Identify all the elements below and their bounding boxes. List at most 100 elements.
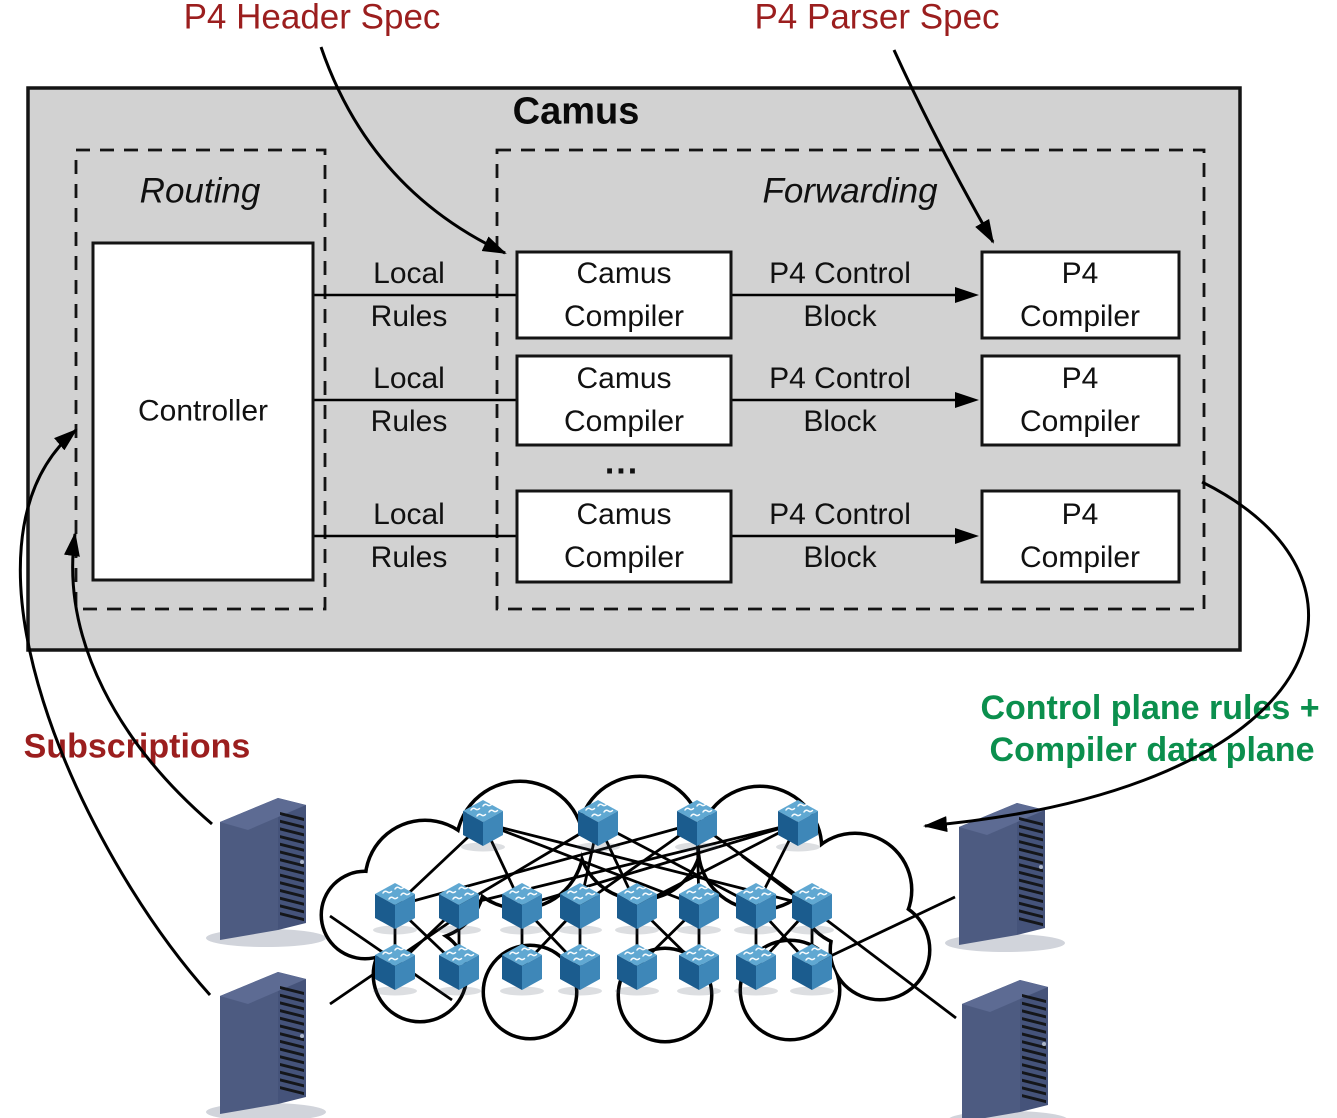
label-line: P4 Control	[769, 257, 911, 290]
switch-icon	[500, 883, 544, 935]
server-link	[741, 854, 957, 1020]
camus-compiler-box-row1	[515, 250, 733, 340]
server-vent	[1019, 870, 1043, 880]
label-line: Local	[373, 257, 445, 290]
server-vent	[280, 1063, 304, 1072]
label-line: Compiler	[1019, 300, 1141, 333]
label-line: Compiler	[1019, 541, 1141, 574]
label-line: Rules	[370, 405, 448, 438]
server-vent	[1022, 1078, 1046, 1088]
label-line: P4	[1061, 257, 1099, 290]
server-vent	[1022, 1032, 1046, 1042]
server-vent	[280, 986, 304, 995]
server-vent	[1022, 994, 1046, 1003]
server-vent	[1022, 1024, 1046, 1034]
label-line: Camus	[576, 362, 672, 395]
server-vent	[280, 812, 304, 821]
switch-icon	[373, 883, 417, 935]
label-line: Compiler	[563, 300, 685, 333]
switch-icon	[615, 944, 659, 996]
spine-link	[579, 821, 698, 908]
server-vent	[280, 1039, 304, 1049]
p4-parser-spec-label: P4 Parser Spec	[754, 0, 1000, 37]
routing-region-label: Routing	[139, 171, 261, 211]
control-plane-rules-label: Control plane rules +	[980, 689, 1320, 727]
label-line: P4	[1061, 362, 1099, 395]
server-vent	[280, 1024, 304, 1034]
server-vent	[1022, 1063, 1046, 1073]
switch-icon	[790, 883, 834, 935]
server-vent	[280, 1047, 304, 1057]
server-vent	[1019, 894, 1043, 903]
spine-link	[597, 821, 757, 908]
server-vent	[280, 1086, 304, 1096]
label-line: Local	[373, 362, 445, 395]
ellipsis-label: ...	[604, 443, 640, 482]
switch-icon	[437, 883, 481, 935]
server-vent	[1022, 1047, 1046, 1057]
switch-icon	[461, 800, 505, 852]
server-vent	[280, 1009, 304, 1019]
switch-icon	[373, 944, 417, 996]
server-vent	[1019, 878, 1043, 888]
server-vent	[280, 1055, 304, 1065]
label-line: Compiler	[563, 405, 685, 438]
p4-compiler-box-row1	[980, 250, 1181, 340]
compiler-data-plane-label: Compiler data plane	[989, 731, 1315, 769]
server-vent	[280, 819, 304, 829]
server-vent	[1022, 1071, 1046, 1080]
switch-icon	[615, 883, 659, 935]
forwarding-region-label: Forwarding	[762, 171, 938, 211]
controller-label: Controller	[137, 394, 269, 428]
server-vent	[1019, 917, 1043, 927]
server-icon	[206, 972, 326, 1118]
server-vent	[280, 1032, 304, 1042]
label-line: Local	[373, 498, 445, 531]
server-vent	[1019, 909, 1043, 919]
camus-compiler-box-row3	[515, 489, 733, 584]
switch-icon	[677, 883, 721, 935]
server-vent	[280, 1016, 304, 1026]
server-vent	[1019, 840, 1043, 850]
server-vent	[1022, 1094, 1046, 1104]
label-line: Rules	[370, 541, 448, 574]
label-line: Rules	[370, 300, 448, 333]
forwarding-region-box	[495, 148, 1206, 611]
server-vent	[280, 993, 304, 1003]
server-vent	[280, 1001, 304, 1011]
label-line: P4	[1061, 498, 1099, 531]
switch-icon	[734, 944, 778, 996]
switch-icon	[437, 944, 481, 996]
switch-icon	[790, 944, 834, 996]
label-line: Compiler	[1019, 405, 1141, 438]
switch-icon	[675, 800, 719, 852]
server-vent	[1022, 1086, 1046, 1096]
switch-icon	[558, 944, 602, 996]
switch-icon	[576, 800, 620, 852]
label-line: Block	[803, 541, 877, 574]
switch-icon	[776, 800, 820, 852]
label-line: Compiler	[563, 541, 685, 574]
label-line: Block	[803, 300, 877, 333]
camus-compiler-box-row2	[515, 354, 733, 447]
server-vent	[280, 873, 304, 883]
label-line: Camus	[576, 257, 672, 290]
p4-header-spec-label: P4 Header Spec	[183, 0, 441, 37]
camus-title: Camus	[512, 90, 640, 133]
server-vent	[1022, 1001, 1046, 1011]
server-vent	[280, 1070, 304, 1080]
